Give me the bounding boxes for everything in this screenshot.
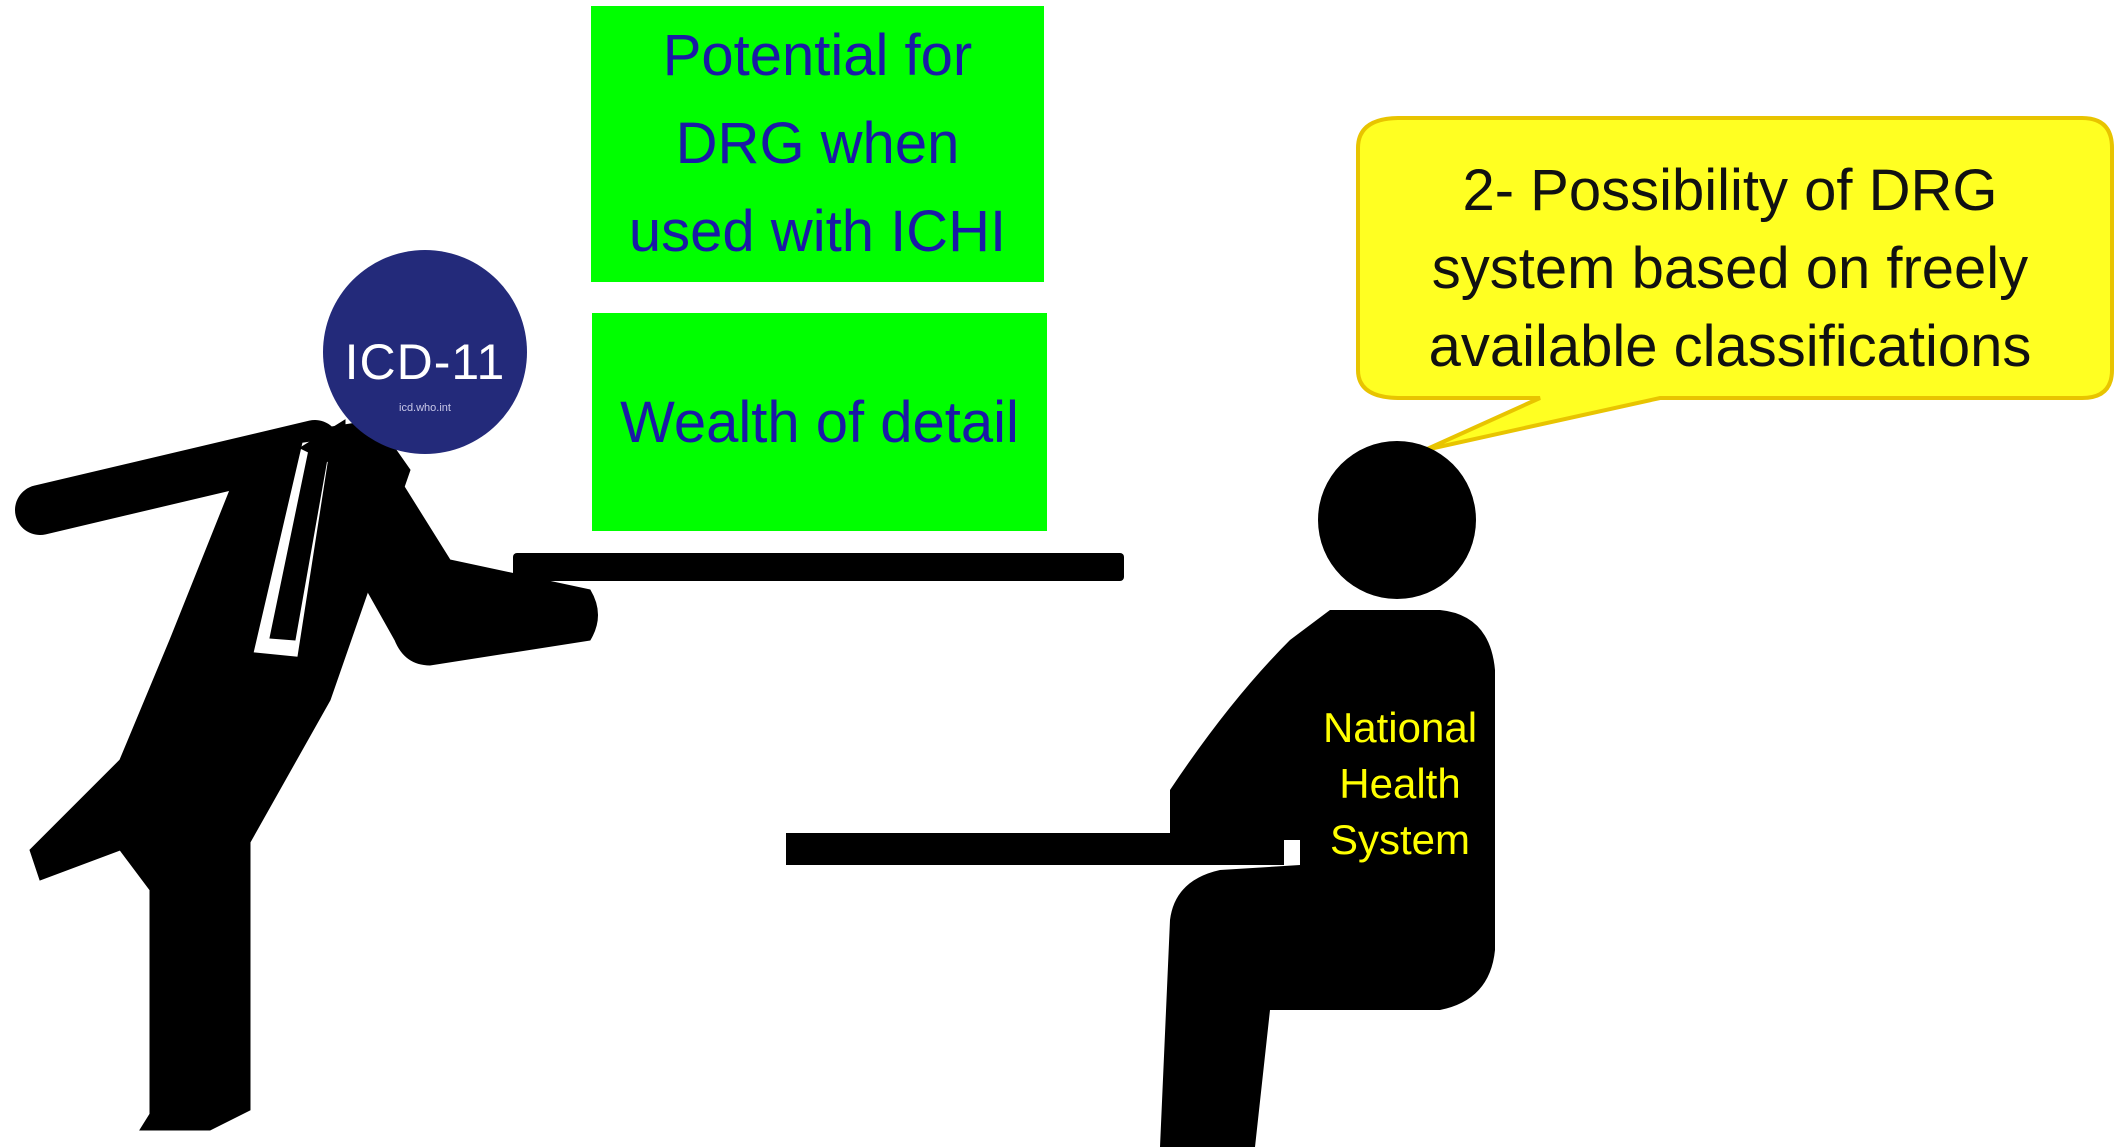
seated-body [1160, 610, 1495, 1147]
icd11-logo-url: icd.who.int [399, 402, 451, 414]
national-health-system-label: National Health System [1300, 700, 1500, 868]
waiter-figure [15, 419, 598, 1131]
waiter-leg [139, 759, 251, 1131]
wealth-of-detail-text: Wealth of detail [620, 389, 1019, 455]
seated-head [1318, 441, 1476, 599]
desk-table [786, 833, 1284, 865]
drg-potential-box: Potential for DRG when used with ICHI [591, 6, 1044, 282]
waiter-bowtie [298, 419, 346, 471]
drg-potential-text: Potential for DRG when used with ICHI [628, 23, 1007, 264]
callout-text-content: 2- Possibility of DRG system based on fr… [1428, 158, 2032, 379]
seated-figure [786, 441, 1495, 1147]
national-health-system-text: National Health System [1322, 704, 1478, 863]
waiter-serving-arm [349, 479, 598, 666]
icd11-logo [323, 250, 527, 454]
wealth-of-detail-box: Wealth of detail [592, 313, 1047, 531]
callout-text: 2- Possibility of DRG system based on fr… [1360, 138, 2100, 400]
serving-tray [513, 553, 1124, 581]
icd11-logo-title: ICD-11 [344, 334, 506, 390]
